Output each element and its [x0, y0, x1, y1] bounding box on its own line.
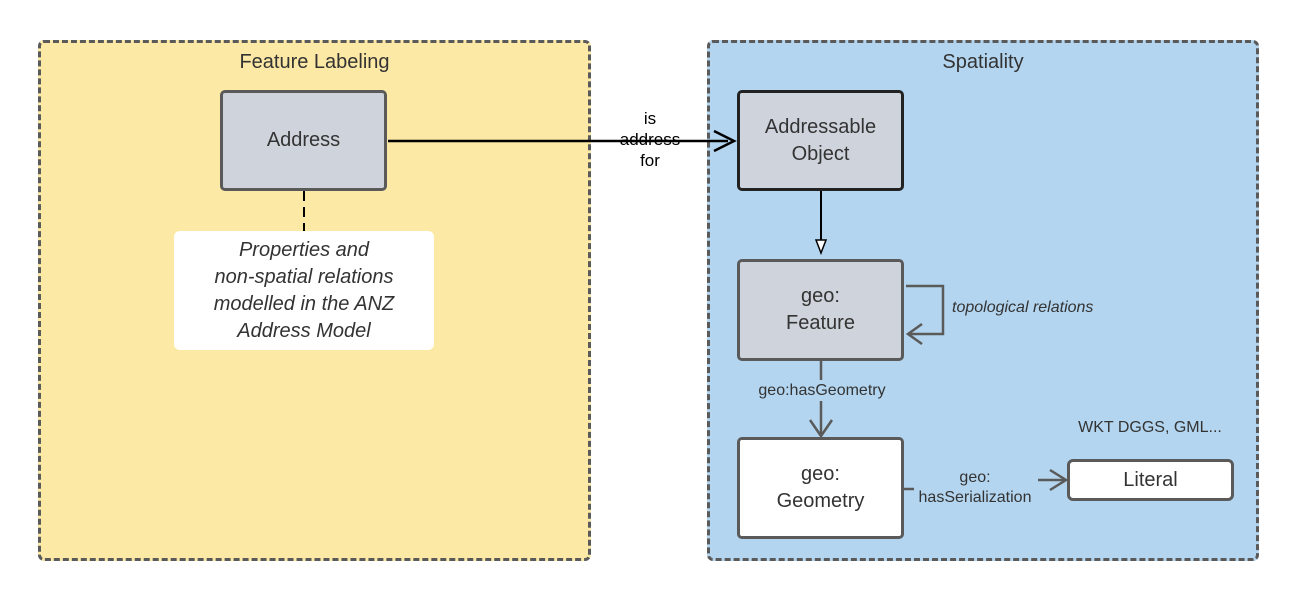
has-serialization-line-2: hasSerialization	[918, 489, 1032, 506]
topological-relations-label: topological relations	[952, 299, 1094, 316]
note-line-1: Properties and	[238, 238, 370, 261]
addressable-object-line-2: Object	[791, 142, 850, 165]
note-line-2: non-spatial relations	[214, 265, 394, 288]
literal-label: Literal	[1123, 468, 1178, 491]
subclass-arrowhead	[814, 239, 828, 256]
addressable-object-node: Addressable Object	[737, 90, 904, 191]
geo-geometry-line-1: geo:	[801, 463, 840, 485]
geo-geometry-line-2: Geometry	[776, 490, 865, 512]
geo-feature-node: geo: Feature	[737, 259, 904, 361]
address-label: Address	[266, 129, 341, 151]
topological-arrowhead	[905, 322, 923, 346]
has-geometry-arrowhead	[808, 419, 834, 439]
serialization-formats-label: WKT DGGS, GML...	[1078, 419, 1222, 436]
has-serialization-line-1: geo:	[959, 469, 991, 486]
geo-feature-line-2: Feature	[786, 312, 855, 334]
anz-model-note: Properties and non-spatial relations mod…	[174, 231, 434, 350]
has-geometry-label: geo:hasGeometry	[758, 382, 886, 399]
geo-geometry-node: geo: Geometry	[737, 437, 904, 539]
note-line-3: modelled in the ANZ	[213, 292, 395, 315]
topological-loop	[906, 284, 945, 336]
is-address-for-arrowhead	[713, 129, 737, 153]
feature-labeling-title: Feature Labeling	[239, 51, 390, 73]
has-serialization-arrowhead	[1049, 468, 1069, 492]
addressable-object-line-1: Addressable	[764, 115, 877, 138]
is-address-for-line-2: address	[619, 130, 681, 149]
is-address-for-line-3: for	[640, 151, 660, 170]
note-line-4: Address Model	[237, 319, 371, 342]
spatiality-title: Spatiality	[942, 51, 1024, 73]
address-node: Address	[220, 90, 387, 191]
literal-node: Literal	[1067, 459, 1234, 501]
has-serialization-label: geo: hasSerialization	[910, 468, 1040, 508]
geo-feature-line-1: geo:	[801, 285, 840, 307]
is-address-for-line-1: is	[643, 109, 657, 128]
is-address-for-label: is address for	[612, 108, 688, 171]
